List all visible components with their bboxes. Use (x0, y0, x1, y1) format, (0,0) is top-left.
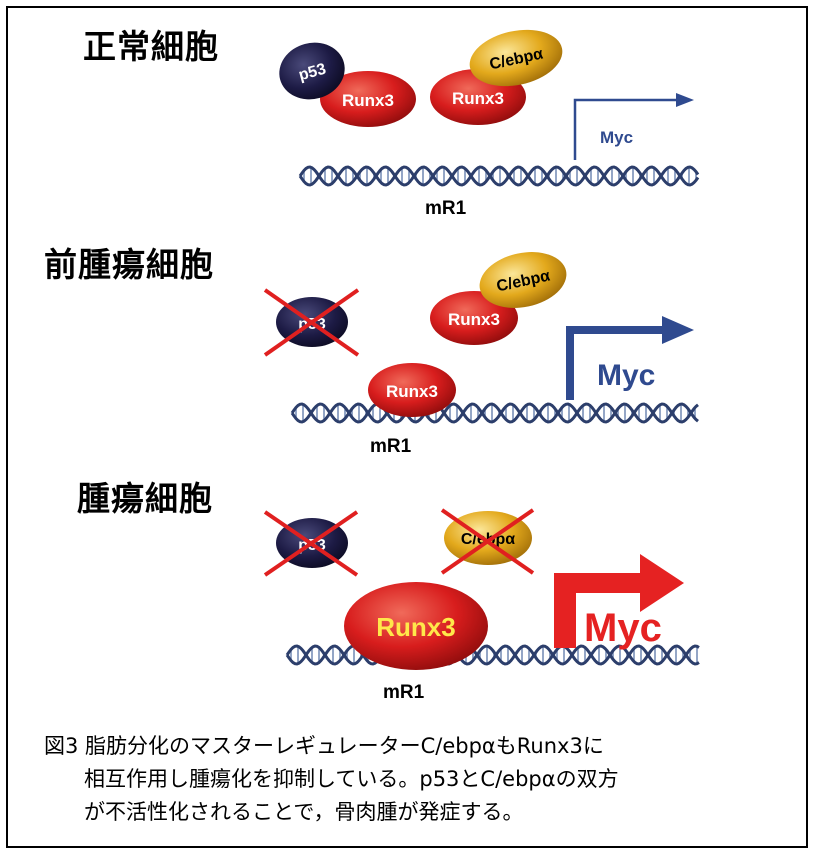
figure-frame (6, 6, 808, 848)
inactivation-cross-icon (263, 288, 360, 357)
p53-label: p53 (297, 61, 328, 85)
cebpa-protein: C/ebpα (479, 252, 567, 308)
runx3-label: Runx3 (448, 310, 500, 329)
inactivation-cross-icon (440, 508, 535, 575)
dna-label: mR1 (383, 682, 425, 703)
cebpa-protein: C/ebpα (469, 29, 563, 87)
stage-pretumor: mR1 p53 Runx3 C/ebpα Runx3 Myc (263, 252, 699, 457)
dna-helix (298, 165, 700, 187)
dna-label: mR1 (425, 198, 467, 219)
runx3-label: Runx3 (386, 382, 438, 401)
myc-promoter-arrow (554, 554, 684, 648)
myc-label: Myc (600, 128, 633, 147)
dna-strand (298, 165, 700, 187)
cebpa-protein-inactivated: C/ebpα (440, 508, 535, 575)
caption-line: が不活性化されることで，骨肉腫が発症する。 (84, 800, 524, 824)
caption-line: 図3 脂肪分化のマスターレギュレーターC/ebpαもRunx3に (44, 734, 604, 758)
runx3-protein-bound: Runx3 (368, 363, 456, 417)
runx3-protein-bound-large: Runx3 (344, 582, 488, 670)
myc-promoter-arrow (566, 316, 694, 400)
myc-promoter-arrow (573, 93, 694, 160)
dna-strand (285, 644, 700, 666)
dna-helix (290, 402, 699, 424)
runx3-label: Runx3 (376, 612, 455, 642)
runx3-protein: Runx3 (320, 71, 416, 127)
stage-normal: mR1 Runx3 p53 Runx3 C/ebpα Myc (279, 29, 700, 219)
p53-protein-inactivated: p53 (263, 510, 359, 577)
stage-title-pretumor: 前腫瘍細胞 (44, 245, 214, 284)
inactivation-cross-icon (263, 510, 359, 577)
figure-caption: 図3 脂肪分化のマスターレギュレーターC/ebpαもRunx3に 相互作用し腫瘍… (44, 730, 784, 829)
stage-tumor: mR1 p53 C/ebpα Runx3 Myc (263, 508, 700, 703)
dna-strand (290, 402, 699, 424)
p53-protein: p53 (279, 42, 345, 100)
runx3-label: Runx3 (342, 91, 394, 110)
stage-title-tumor: 腫瘍細胞 (77, 479, 213, 518)
dna-label: mR1 (370, 436, 412, 457)
diagram-canvas: mR1 Runx3 p53 Runx3 C/ebpα Myc mR1 p53 (263, 29, 700, 703)
myc-label: Myc (597, 359, 655, 392)
caption-line: 相互作用し腫瘍化を抑制している。p53とC/ebpαの双方 (84, 767, 619, 791)
myc-label: Myc (584, 606, 662, 650)
runx3-label: Runx3 (452, 89, 504, 108)
stage-title-normal: 正常細胞 (83, 27, 219, 66)
p53-protein-inactivated: p53 (263, 288, 360, 357)
dna-strand (290, 402, 699, 424)
dna-strand (298, 165, 700, 187)
